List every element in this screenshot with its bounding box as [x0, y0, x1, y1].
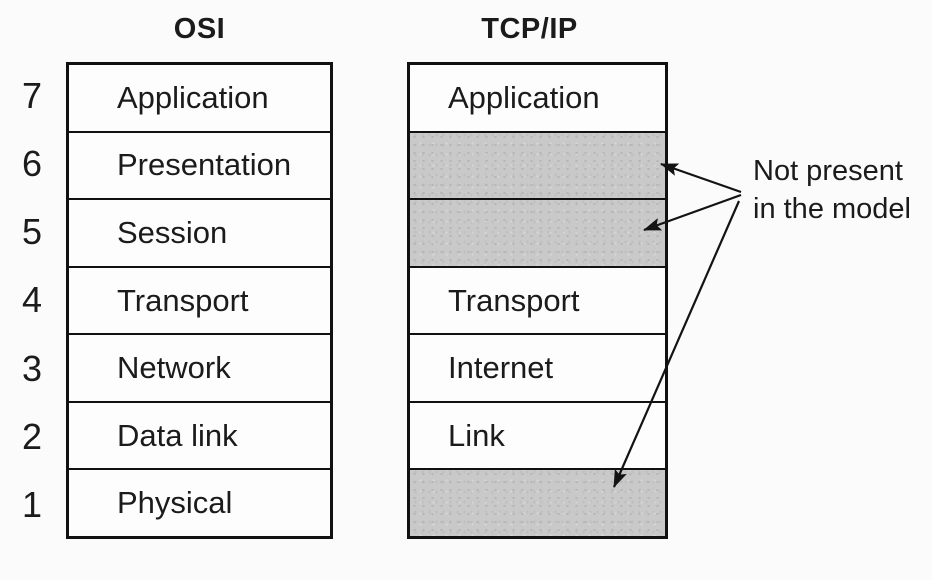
layer-number-6: 6: [21, 143, 43, 185]
osi-layer-numbers: 7 6 5 4 3 2 1: [12, 62, 52, 539]
osi-layer-session: Session: [69, 198, 330, 266]
osi-layer-application: Application: [117, 79, 269, 115]
layer-number-3: 3: [21, 347, 43, 389]
layer-number-5: 5: [21, 211, 43, 253]
osi-layer-network: Network: [69, 333, 330, 401]
tcpip-layer-link: Link: [410, 400, 665, 469]
tcpip-layer-stack: Application Transport Internet Link: [407, 62, 668, 539]
tcpip-layer-absent-bottom: [410, 468, 665, 537]
layer-number-1: 1: [21, 483, 43, 525]
tcpip-layer-internet: Internet: [410, 333, 665, 401]
osi-layer-transport: Transport: [69, 265, 330, 334]
annotation-line-2: in the model: [753, 193, 911, 225]
tcpip-layer-absent-middle: [410, 198, 665, 266]
osi-layer-stack: Application Presentation Session Transpo…: [66, 62, 333, 539]
tcpip-column-title: TCP/IP: [481, 13, 578, 45]
layer-number-7: 7: [21, 75, 43, 117]
layer-number-4: 4: [21, 279, 43, 321]
tcpip-layer-application: Application: [448, 79, 600, 115]
tcpip-layer-absent-top: [410, 130, 665, 199]
layer-number-2: 2: [21, 415, 43, 457]
arrow-to-absent-top: [660, 162, 742, 194]
osi-layer-presentation: Presentation: [69, 130, 330, 199]
annotation-line-1: Not present: [753, 155, 903, 187]
not-present-annotation: Not present in the model: [753, 152, 911, 228]
osi-layer-data-link: Data link: [69, 400, 330, 469]
tcpip-layer-transport: Transport: [410, 265, 665, 334]
osi-layer-physical: Physical: [69, 468, 330, 536]
osi-column-title: OSI: [173, 13, 226, 45]
